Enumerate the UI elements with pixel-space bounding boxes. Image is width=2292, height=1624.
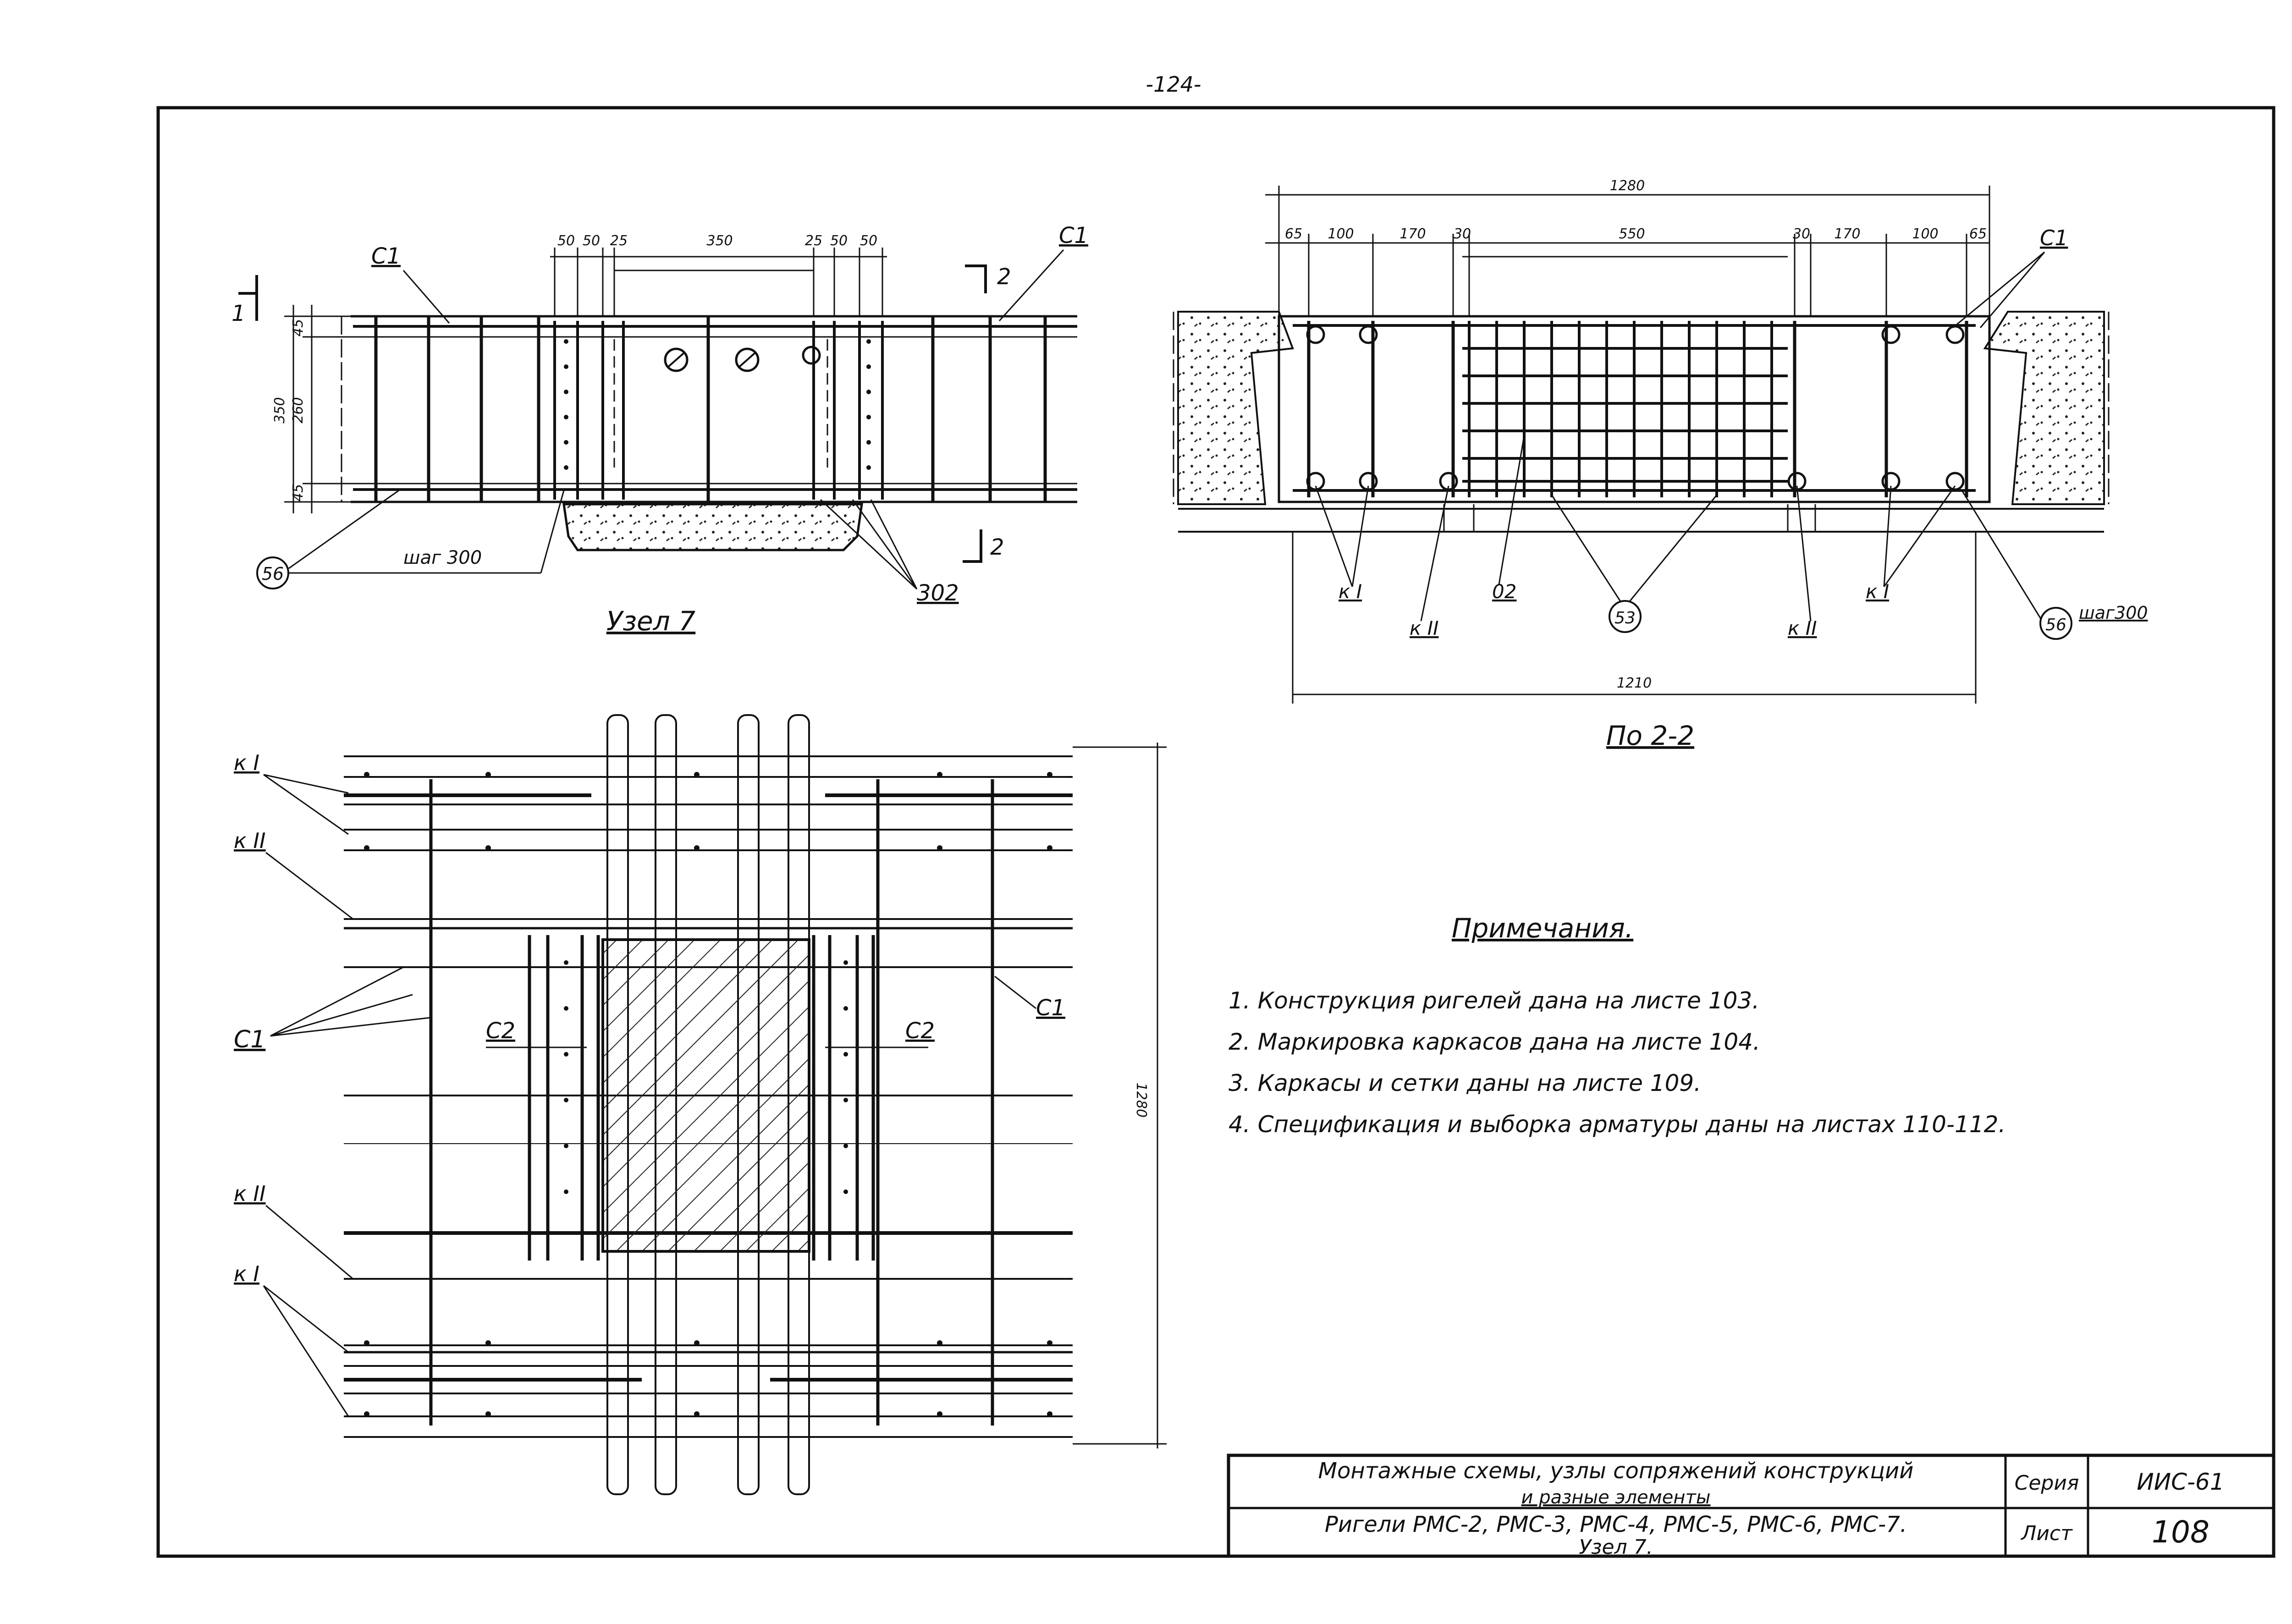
plan-view: 1280 к I к II С1 С2 С2 С1 к II к I [234,714,1167,1495]
notes: Примечания. 1. Конструкция ригелей дана … [1229,913,2006,1138]
node7-title: Узел 7 [606,606,695,637]
n7-label-c1-right: С1 [1059,223,1088,248]
plan-label-k1-top: к I [234,750,259,775]
s22-label-56: 56 [2045,616,2066,634]
note-4: 4. Спецификация и выборка арматуры даны … [1229,1111,2006,1138]
s22-pitch: шаг300 [2079,603,2148,623]
plan-label-k2-bottom: к II [234,1181,266,1206]
note-1: 1. Конструкция ригелей дана на листе 103… [1229,987,1759,1014]
sheet-frame [156,106,2275,1558]
s22-dim-100b: 100 [1912,226,1938,242]
n7-dim-25a: 25 [610,233,628,249]
note-2: 2. Маркировка каркасов дана на листе 104… [1229,1029,1760,1055]
note-3: 3. Каркасы и сетки даны на листе 109. [1229,1070,1701,1096]
n7-pitch: шаг 300 [403,547,482,568]
s22-label-k1-left: к I [1339,580,1362,603]
s22-label-k2-right: к II [1788,617,1817,639]
s22-dim-65a: 65 [1285,226,1302,242]
page-number: -124- [1146,72,1201,97]
plan-label-k1-bottom: к I [234,1261,259,1286]
n7-dim-50a: 50 [557,233,575,249]
n7-section-2-bottom: 2 [990,534,1004,560]
s22-label-53: 53 [1614,609,1636,628]
n7-dim-350-total: 350 [272,397,288,423]
n7-label-56: 56 [262,564,284,584]
plan-dim-1280: 1280 [1133,1083,1149,1118]
section-2-2: 1280 65 100 170 30 550 30 170 100 65 121… [1173,178,2148,751]
s22-dim-170a: 170 [1399,226,1426,242]
n7-dim-260: 260 [290,397,306,423]
plan-label-k2-top: к II [234,828,266,853]
s22-dim-170b: 170 [1834,226,1860,242]
s22-label-02: 02 [1492,580,1516,603]
n7-dim-350: 350 [706,233,733,249]
s22-dim-1210: 1210 [1617,675,1652,691]
s22-dim-1280: 1280 [1610,178,1645,194]
tb-sheet-label: Лист [2020,1522,2073,1545]
tb-line4: Узел 7. [1579,1536,1653,1559]
tb-line1: Монтажные схемы, узлы сопряжений констру… [1318,1458,1914,1484]
s22-dim-30a: 30 [1454,226,1471,242]
s22-label-k2-left: к II [1410,617,1439,639]
n7-section-2-top: 2 [997,264,1011,290]
n7-label-c1-left: С1 [371,243,401,269]
node7-elevation: 50 50 25 350 25 50 50 45 260 45 350 1 2 … [231,223,1088,637]
tb-line2: и разные элементы [1521,1487,1711,1508]
title-block: Монтажные схемы, узлы сопряжений констру… [1227,1453,2275,1559]
s22-dim-100a: 100 [1328,226,1354,242]
tb-series-label: Серия [2015,1471,2079,1495]
s22-dim-550: 550 [1619,226,1645,242]
n7-dim-50b: 50 [583,233,600,249]
plan-label-c1-right: С1 [1036,995,1065,1021]
plan-label-c1-left: С1 [234,1026,265,1053]
plan-label-c2-left: С2 [486,1018,515,1044]
n7-dim-25b: 25 [805,233,822,249]
n7-dim-45-bot: 45 [290,484,306,501]
tb-line3: Ригели РМС-2, РМС-3, РМС-4, РМС-5, РМС-6… [1325,1512,1907,1537]
n7-label-302: 302 [917,580,959,606]
tb-series-value: ИИС-61 [2137,1469,2224,1495]
section22-title: По 2-2 [1606,720,1694,751]
n7-section-1: 1 [231,301,246,326]
notes-heading: Примечания. [1452,913,1633,944]
s22-dim-30b: 30 [1793,226,1810,242]
s22-dim-65b: 65 [1969,226,1987,242]
n7-dim-45-top: 45 [290,319,306,336]
n7-dim-50c: 50 [830,233,848,249]
n7-dim-50d: 50 [860,233,877,249]
tb-sheet-value: 108 [2152,1514,2209,1550]
plan-label-c2-right: С2 [905,1018,935,1044]
s22-label-c1: С1 [2040,226,2068,250]
